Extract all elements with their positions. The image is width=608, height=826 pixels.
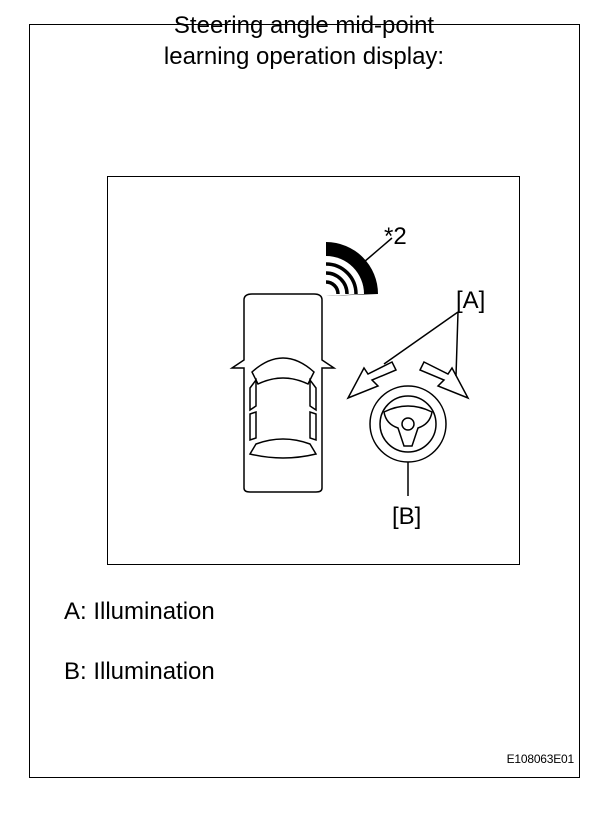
legend-a: A: Illumination bbox=[64, 598, 215, 625]
sensor-waves-icon bbox=[325, 237, 393, 296]
callout-star2: *2 bbox=[384, 223, 407, 250]
callout-a-leaders bbox=[383, 311, 459, 377]
legend-b: B: Illumination bbox=[64, 658, 215, 685]
figure-code: E108063E01 bbox=[506, 752, 575, 766]
title-line-2: learning operation display: bbox=[163, 43, 445, 70]
callout-a-label: [A] bbox=[456, 287, 485, 314]
steering-wheel-icon bbox=[369, 385, 447, 463]
figure-title: Steering angle mid-point learning operat… bbox=[0, 10, 608, 72]
rotation-arrows-icon bbox=[346, 360, 470, 400]
callout-b-label: [B] bbox=[392, 503, 421, 530]
display-panel bbox=[107, 176, 520, 565]
car-top-view-icon bbox=[229, 293, 337, 493]
title-line-1: Steering angle mid-point bbox=[173, 12, 435, 39]
figure-frame bbox=[29, 24, 580, 778]
